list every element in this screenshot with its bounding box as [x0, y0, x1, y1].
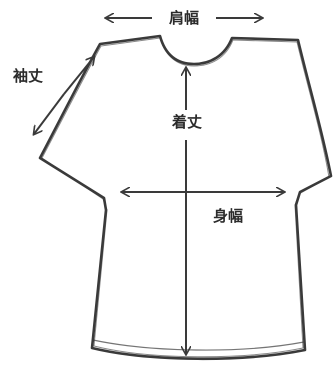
shoulder-width-label: 肩幅 [167, 9, 202, 27]
sleeve-length-label: 袖丈 [13, 67, 44, 85]
sleeve-length-arrow [34, 57, 94, 134]
tshirt-outline [38, 34, 333, 361]
body-length-label: 着丈 [170, 112, 205, 132]
body-width-label: 身幅 [213, 207, 244, 225]
